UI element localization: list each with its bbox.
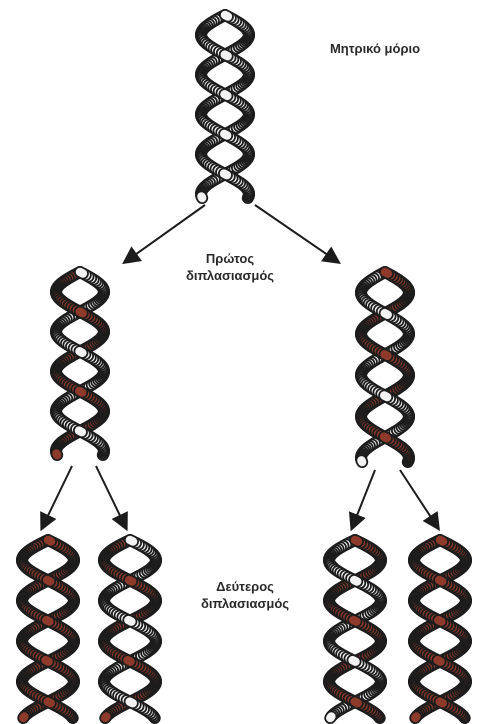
new-strand: [105, 717, 106, 718]
new-strand: [23, 717, 24, 718]
second-gen-helix-1: [22, 540, 74, 718]
first-gen-left-helix: [56, 272, 104, 455]
new-strand: [56, 453, 57, 455]
first-replication-label: Πρώτος διπλασιασμός: [170, 250, 290, 284]
parent-helix: [201, 15, 249, 198]
old-strand: [224, 134, 227, 136]
new-strand: [355, 702, 358, 703]
old-strand: [130, 540, 133, 541]
new-strand: [79, 391, 82, 393]
old-strand: [224, 94, 227, 96]
first-replication-line-1: Πρώτος: [170, 250, 290, 267]
old-strand: [361, 460, 362, 462]
new-strand: [46, 620, 49, 621]
new-strand: [355, 540, 358, 541]
old-strand: [79, 431, 82, 433]
new-strand: [129, 580, 132, 581]
second-replication-line-1: Δεύτερος: [180, 578, 310, 595]
old-strand: [225, 15, 228, 17]
first-replication-line-2: διπλασιασμός: [170, 267, 290, 284]
new-strand: [440, 540, 443, 541]
old-strand: [225, 55, 228, 57]
arrow-right-to-child-4: [400, 470, 438, 528]
new-strand: [46, 660, 49, 661]
second-gen-helix-2: [104, 540, 156, 718]
new-strand: [415, 717, 416, 718]
second-gen-helix-3: [329, 540, 381, 718]
parent-molecule-text: Μητρικό μόριο: [300, 40, 450, 57]
old-strand: [354, 580, 357, 581]
old-strand: [385, 313, 388, 315]
new-strand: [48, 702, 51, 703]
old-strand: [384, 396, 387, 398]
new-strand: [439, 580, 442, 581]
old-strand: [80, 272, 83, 274]
old-strand: [201, 196, 202, 198]
second-replication-line-2: διπλασιασμός: [180, 595, 310, 612]
new-strand: [440, 702, 443, 703]
new-strand: [353, 620, 356, 621]
new-strand: [48, 540, 51, 541]
old-strand: [128, 620, 131, 621]
arrow-left-to-child-2: [96, 466, 126, 528]
second-replication-label: Δεύτερος διπλασιασμός: [180, 578, 310, 612]
new-strand: [438, 660, 441, 661]
new-strand: [128, 660, 131, 661]
new-strand: [384, 354, 387, 356]
new-strand: [384, 437, 387, 439]
arrow-left-to-child-1: [42, 466, 72, 528]
second-gen-helix-4: [414, 540, 466, 718]
new-strand: [438, 620, 441, 621]
old-strand: [79, 351, 82, 353]
old-strand: [130, 702, 133, 703]
arrow-right-to-child-3: [352, 470, 375, 528]
old-strand: [224, 174, 227, 176]
parent-molecule-label: Μητρικό μόριο: [300, 40, 450, 57]
new-strand: [47, 580, 50, 581]
new-strand: [80, 312, 83, 314]
old-strand: [353, 660, 356, 661]
old-strand: [330, 717, 331, 718]
new-strand: [385, 272, 388, 274]
first-gen-right-helix: [361, 272, 409, 462]
